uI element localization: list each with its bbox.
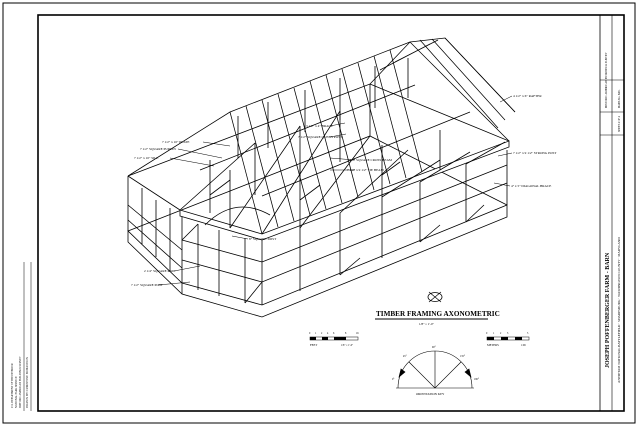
label-square-joist: 8" SQUARE JOIST xyxy=(249,237,277,241)
meter-tick-5: 5 xyxy=(527,332,529,335)
label-tie-beam: 7 1/2" x 9 1/2" TIE BEAM xyxy=(347,168,384,172)
scale-ratio: 1/8" = 1'-0" xyxy=(341,344,353,347)
scale-tick-6: 6 xyxy=(333,332,335,335)
delineator-credit: DRAWN BY: CHRISTINE BOHANNON xyxy=(25,356,29,408)
label-cross-beam: 7 1/2" SQUARE CROSS BEAM xyxy=(347,158,392,162)
title-block: JOSEPH POFFENBERGER FARM - BARN ANTIETAM… xyxy=(599,15,624,411)
meter-tick-2: 2 xyxy=(500,332,502,335)
label-plate: 7 1/2" x 10" PLATE xyxy=(162,140,189,144)
scale-unit-feet: FEET xyxy=(310,343,317,347)
scale-tick-2: 2 xyxy=(321,332,323,335)
roof-rafters xyxy=(127,37,516,235)
label-rafter: 4 1/2" x 6" RAFTER xyxy=(513,94,542,98)
credit-line-1: HISTORIC AMERICAN BUILDINGS SURVEY xyxy=(19,356,22,408)
scale-bar-feet: 0 1 2 4 6 8 16 FEET 1/8" = 1'-0" xyxy=(309,332,359,347)
label-diagonal-brace: 4" x 5" DIAGONAL BRACE xyxy=(511,184,551,188)
title-block-survey-no: HABS No. MD- xyxy=(618,90,621,108)
credit-line-2: NATIONAL PARK SERVICE xyxy=(15,376,18,408)
label-square-post: 7 1/2" SQUARE POST xyxy=(131,283,164,287)
north-arrow-needle-icon xyxy=(428,291,442,303)
label-square-purlin: 7 1/2" SQUARE PURLIN xyxy=(140,147,176,151)
orient-deg-90: 90° xyxy=(432,346,436,349)
inner-border xyxy=(37,14,625,412)
orientation-key-label: ORIENTATION KEY xyxy=(416,392,445,396)
label-brace: 3 1/2" x 4" BRACE xyxy=(306,124,333,128)
orientation-key: ORIENTATION KEY 0° 45° 90° 135° 180° xyxy=(392,346,479,396)
credit-strip: DRAWN BY: CHRISTINE BOHANNON HISTORIC AM… xyxy=(11,262,39,411)
scale-tick-1: 1 xyxy=(315,332,317,335)
drawing-title-area: TIMBER FRAMING AXONOMETRIC 1/8" = 1'-0" xyxy=(375,291,500,326)
title-block-sheet: SHEET 4 OF 4 xyxy=(618,115,621,132)
title-scale: 1/8" = 1'-0" xyxy=(419,322,435,326)
north-arrow-icon xyxy=(427,292,443,302)
label-square-rail: 2 1/4" SQUARE RAIL xyxy=(144,269,175,273)
callout-labels: 7 1/2" x 10" PLATE 7 1/2" SQUARE PURLIN … xyxy=(131,94,557,287)
title-block-agency: HISTORIC AMERICAN BUILDINGS SURVEY xyxy=(605,52,608,108)
label-queen-post: 7 1/2" SQUARE QUEEN POST xyxy=(298,135,343,139)
scale-bar-meters: 0 1 2 3 5 METERS 1:96 xyxy=(486,332,530,347)
callout-leaders xyxy=(157,95,513,286)
orient-deg-0: 0° xyxy=(392,378,394,381)
drawing-title: TIMBER FRAMING AXONOMETRIC xyxy=(376,310,500,318)
meter-tick-3: 3 xyxy=(507,332,509,335)
scale-tick-4: 4 xyxy=(327,332,329,335)
barn-frame-axonometric xyxy=(127,58,510,318)
scale-tick-16: 16 xyxy=(356,332,359,335)
title-block-main: JOSEPH POFFENBERGER FARM - BARN xyxy=(605,252,611,368)
label-sill: 7 1/2" x 10" SILL xyxy=(134,156,158,160)
title-block-sub: ANTIETAM NATIONAL BATTLEFIELD · SHARPSBU… xyxy=(617,237,621,383)
meter-tick-0: 0 xyxy=(486,332,488,335)
scale-unit-meters: METERS xyxy=(487,343,499,347)
scale-ratio-right: 1:96 xyxy=(521,344,526,347)
credit-line-3: U.S. DEPARTMENT OF THE INTERIOR xyxy=(11,363,14,408)
meter-tick-1: 1 xyxy=(493,332,495,335)
orient-deg-135: 135° xyxy=(460,355,465,358)
orient-deg-180: 180° xyxy=(474,378,479,381)
scale-tick-8: 8 xyxy=(345,332,347,335)
label-strong-post: 7 1/2" x 9 1/2" STRONG POST xyxy=(513,151,557,155)
orient-deg-45: 45° xyxy=(403,355,407,358)
scale-tick-0: 0 xyxy=(309,332,311,335)
